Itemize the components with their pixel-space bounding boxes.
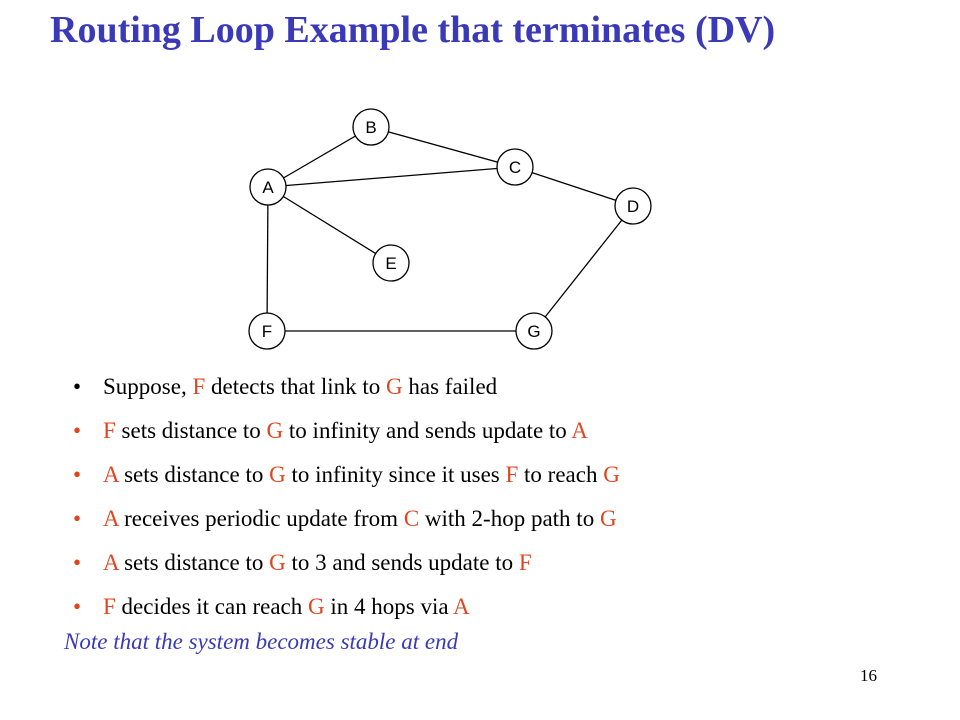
bullet-text: decides it can reach — [115, 594, 308, 619]
bullet-text: has failed — [402, 374, 498, 399]
node-e: E — [372, 244, 410, 282]
node-reference: G — [599, 506, 617, 531]
slide-title: Routing Loop Example that terminates (DV… — [50, 9, 776, 51]
edge-a-e — [267, 186, 392, 264]
node-reference: G — [308, 594, 325, 619]
bullet-dot-icon: • — [73, 550, 82, 575]
bullet-text: Suppose, — [103, 374, 193, 399]
node-f: F — [248, 312, 286, 350]
node-c: C — [496, 148, 534, 186]
edge-a-c — [267, 166, 516, 188]
bullet-dot-icon: • — [73, 506, 82, 531]
bullet-text: receives periodic update from — [118, 506, 404, 531]
node-circle — [614, 187, 652, 225]
node-label: C — [509, 158, 521, 177]
bullet-text: sets distance to — [118, 462, 270, 487]
node-reference: A — [103, 462, 119, 487]
edge-a-b — [267, 126, 372, 188]
node-reference: A — [453, 594, 470, 619]
node-reference: G — [603, 462, 620, 487]
node-label: D — [627, 197, 639, 216]
node-circle — [372, 244, 410, 282]
bullet-text: with 2-hop path to — [419, 506, 600, 531]
node-circle — [248, 312, 286, 350]
node-label: B — [365, 118, 376, 137]
node-reference: A — [571, 418, 588, 443]
node-a: A — [249, 168, 287, 206]
node-circle — [496, 148, 534, 186]
node-g: G — [515, 312, 553, 350]
bullet-dot-icon: • — [73, 418, 82, 443]
bullet-item: •F decides it can reach G in 4 hops via … — [73, 590, 620, 634]
bullet-dot-icon: • — [73, 374, 82, 399]
node-circle — [352, 108, 390, 146]
bullet-dot-icon: • — [73, 462, 82, 487]
bullet-text: to infinity and sends update to — [283, 418, 572, 443]
node-label: E — [385, 254, 396, 273]
edge-a-f — [266, 186, 269, 332]
edge-b-c — [370, 126, 516, 168]
bullet-text: sets distance to — [115, 418, 267, 443]
bullet-dot-icon: • — [73, 594, 82, 619]
bullet-text: to infinity since it uses — [285, 462, 506, 487]
node-reference: G — [386, 374, 403, 399]
node-reference: C — [403, 506, 420, 531]
bullet-text: detects that link to — [205, 374, 387, 399]
graph-edges — [266, 126, 634, 332]
bullet-text: to reach — [518, 462, 604, 487]
node-label: A — [262, 178, 274, 197]
bullet-text: in 4 hops via — [324, 594, 454, 619]
node-reference: G — [269, 550, 286, 575]
node-reference: A — [103, 550, 119, 575]
node-reference: F — [103, 418, 116, 443]
node-circle — [249, 168, 287, 206]
node-circle — [515, 312, 553, 350]
bullet-item: • A receives periodic update from C with … — [73, 502, 620, 546]
page-number: 16 — [860, 666, 877, 685]
node-reference: F — [192, 374, 206, 399]
graph-nodes: A B C D E F G — [248, 108, 652, 350]
bullet-list: • Suppose, F detects that link to G has f… — [73, 370, 620, 634]
node-label: G — [527, 322, 540, 341]
bullet-item: • A sets distance to G to 3 and sends upd… — [73, 546, 620, 590]
node-b: B — [352, 108, 390, 146]
node-reference: G — [266, 418, 284, 443]
bullet-text: to 3 and sends update to — [285, 550, 519, 575]
node-reference: F — [103, 594, 116, 619]
node-label: F — [262, 322, 272, 341]
bullet-text: sets distance to — [118, 550, 270, 575]
node-reference: G — [269, 462, 286, 487]
bullet-item: • F sets distance to G to infinity and se… — [73, 414, 620, 458]
edge-c-d — [514, 166, 634, 207]
node-reference: F — [518, 550, 532, 575]
bullet-item: • A sets distance to G to infinity since … — [73, 458, 620, 502]
node-d: D — [614, 187, 652, 225]
node-reference: F — [505, 462, 519, 487]
edge-g-d — [533, 205, 634, 332]
bullet-item: • Suppose, F detects that link to G has f… — [73, 370, 620, 414]
node-reference: A — [103, 506, 119, 531]
note-text: Note that the system becomes stable at e… — [64, 629, 459, 654]
